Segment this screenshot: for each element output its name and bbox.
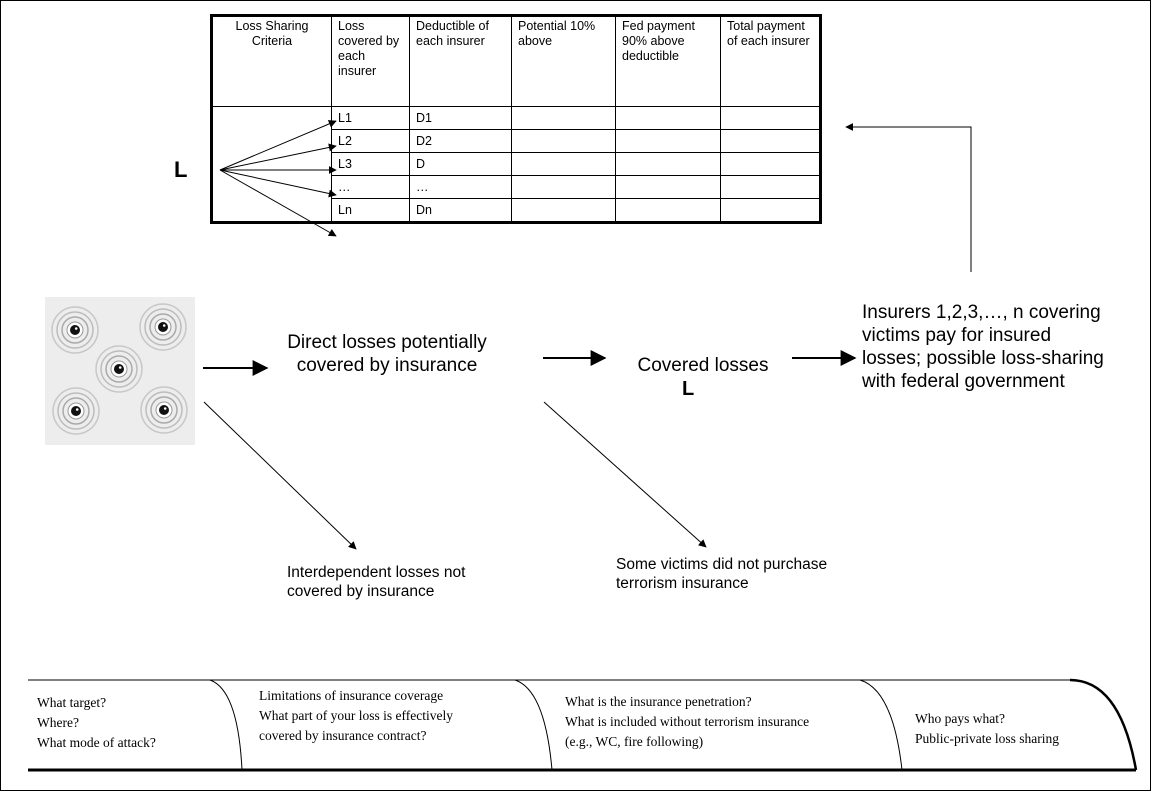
target-rings-image — [45, 297, 195, 445]
table-row: Ln Dn — [212, 198, 821, 223]
q3-line-2: What is included without terrorism insur… — [565, 714, 810, 729]
q1-line-1: What target? — [37, 695, 107, 710]
criteria-cell — [211, 106, 332, 223]
total-cell — [720, 152, 821, 176]
loss-cell: Ln — [331, 198, 410, 223]
interdependent-losses-label: Interdependent losses not covered by ins… — [287, 564, 466, 600]
loss-cell: L1 — [331, 106, 410, 130]
header-deductible: Deductible of each insurer — [409, 15, 512, 107]
header-loss-covered: Loss covered by each insurer — [331, 15, 410, 107]
q4-line-1: Who pays what? — [915, 711, 1005, 726]
potential-cell — [511, 198, 616, 223]
timeline-q3: What is the insurance penetration? What … — [565, 692, 809, 752]
table-header-row: Loss Sharing Criteria Loss covered by ea… — [211, 15, 821, 107]
potential-cell — [511, 106, 616, 130]
loss-cell: … — [331, 175, 410, 199]
header-total-payment: Total payment of each insurer — [720, 15, 821, 107]
table-row: L1 D1 — [211, 106, 821, 223]
q1-line-3: What mode of attack? — [37, 735, 156, 750]
loss-cell: L3 — [331, 152, 410, 176]
total-cell — [720, 106, 821, 130]
q2-line-1: Limitations of insurance coverage — [259, 688, 444, 703]
total-cell — [720, 198, 821, 223]
timeline-q2: Limitations of insurance coverage What p… — [259, 686, 453, 746]
fed-cell — [615, 152, 721, 176]
deductible-cell: D1 — [409, 106, 512, 130]
fed-cell — [615, 106, 721, 130]
total-cell — [720, 129, 821, 153]
total-cell — [720, 175, 821, 199]
q4-line-2: Public-private loss sharing — [915, 731, 1059, 746]
q3-line-1: What is the insurance penetration? — [565, 694, 752, 709]
covered-losses-symbol: L — [682, 378, 695, 400]
timeline-q4: Who pays what? Public-private loss shari… — [915, 709, 1059, 749]
deductible-cell: D2 — [409, 129, 512, 153]
table-row: … … — [212, 175, 821, 199]
header-fed-payment: Fed payment 90% above deductible — [615, 15, 721, 107]
timeline-q1: What target? Where? What mode of attack? — [37, 693, 156, 753]
loss-sharing-table: Loss Sharing Criteria Loss covered by ea… — [210, 14, 822, 224]
deductible-cell: D — [409, 152, 512, 176]
loss-cell: L2 — [331, 129, 410, 153]
q1-line-2: Where? — [37, 715, 79, 730]
potential-cell — [511, 129, 616, 153]
deductible-cell: Dn — [409, 198, 512, 223]
fed-cell — [615, 129, 721, 153]
fed-cell — [615, 175, 721, 199]
q2-line-2: What part of your loss is effectively — [259, 708, 453, 723]
q2-line-3: covered by insurance contract? — [259, 728, 427, 743]
potential-cell — [511, 152, 616, 176]
direct-losses-label: Direct losses potentially covered by ins… — [287, 332, 487, 376]
header-loss-sharing-criteria: Loss Sharing Criteria — [211, 15, 332, 107]
insurers-label: Insurers 1,2,3,…, n covering victims pay… — [862, 302, 1104, 392]
header-potential: Potential 10% above — [511, 15, 616, 107]
fed-cell — [615, 198, 721, 223]
some-victims-label: Some victims did not purchase terrorism … — [616, 556, 828, 592]
covered-losses-label: Covered losses — [637, 355, 769, 376]
q3-line-3: (e.g., WC, fire following) — [565, 734, 704, 749]
target-icon — [51, 303, 188, 435]
deductible-cell: … — [409, 175, 512, 199]
potential-cell — [511, 175, 616, 199]
loss-symbol: L — [174, 157, 188, 182]
